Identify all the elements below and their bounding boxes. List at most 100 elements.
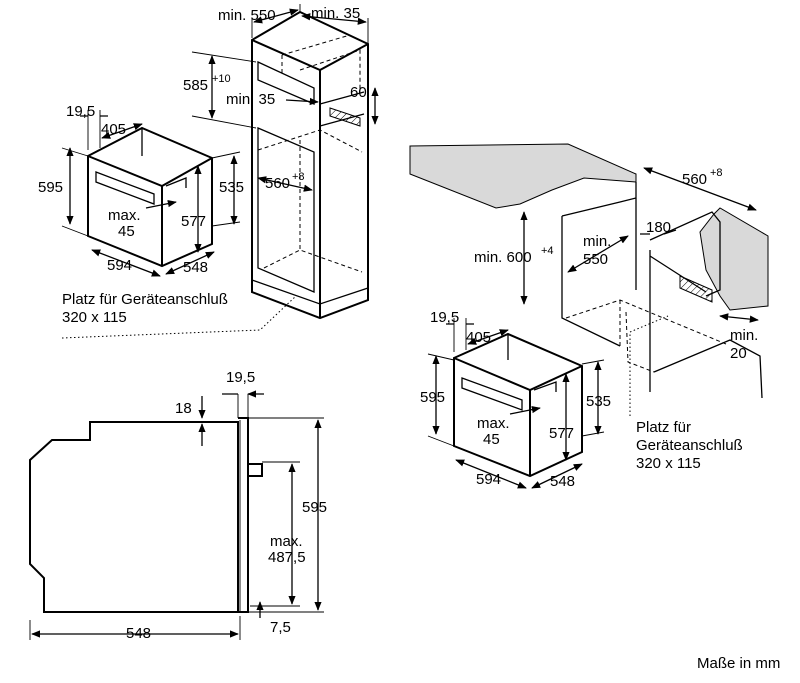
- side-view-front-panel: [238, 417, 249, 613]
- tall-cabinet-outline: [251, 10, 369, 320]
- tall-w560-label: 560: [265, 175, 290, 192]
- cnt-560-label: 560: [682, 171, 707, 188]
- counter-vent-slot: [679, 275, 713, 303]
- oven-niche: [257, 127, 315, 293]
- oven-left-edges: [87, 155, 213, 266]
- side-view-drawing: 19,5 18 595 max. 487,5 548 7,5: [29, 369, 327, 642]
- cnt-min600-sup: +4: [541, 245, 554, 257]
- cnt-connection-label-3: 320 x 115: [636, 455, 701, 472]
- countertop-right: [699, 207, 769, 311]
- tall-cabinet-top-edge: [251, 39, 369, 72]
- ovl-19-5-label: 19,5: [66, 103, 95, 120]
- tall-h585-label: 585: [183, 77, 208, 94]
- plinth-line: [251, 279, 369, 305]
- sv-7-5-label: 7,5: [270, 619, 291, 636]
- ovr-577-label: 577: [549, 425, 574, 442]
- shelf-lines: [319, 91, 365, 127]
- counter-install-drawing: min. 600 +4 min. 550 560 +8 180 min. 20 …: [409, 143, 769, 472]
- ovl-535-guides: [211, 151, 241, 227]
- countertop-left: [409, 143, 637, 209]
- tall-connection-label-1: Platz für Geräteanschluß: [62, 291, 228, 308]
- h585-guides: [191, 51, 257, 129]
- sv-max-label-1: max.: [270, 533, 303, 550]
- oven-left-drawing: 19,5 405 595 max. 45 577 535 594 548: [38, 103, 244, 277]
- ovl-577-label: 577: [181, 213, 206, 230]
- ovl-405-dimension: [101, 123, 143, 139]
- ovl-405-label: 405: [101, 121, 126, 138]
- w560-dimension: [257, 176, 313, 192]
- counter-hidden-edges: [565, 299, 727, 373]
- ovr-548-label: 548: [550, 473, 575, 490]
- ovr-594-label: 594: [476, 471, 501, 488]
- ovl-595-label: 595: [38, 179, 63, 196]
- cnt-min550-label-1: min.: [583, 233, 611, 250]
- tall-w560-sup: +8: [292, 171, 305, 183]
- ovl-max45-arrow: [145, 200, 177, 209]
- ventilation-slot: [329, 107, 361, 127]
- tall-v60-label: 60: [350, 84, 367, 101]
- ovr-405-dimension: [467, 329, 509, 345]
- cnt-connection-label-2: Geräteanschluß: [636, 437, 743, 454]
- cnt-connection-label-1: Platz für: [636, 419, 691, 436]
- cnt-min550-label-2: 550: [583, 251, 608, 268]
- side-view-body: [29, 421, 239, 613]
- side-view-handle: [248, 463, 263, 477]
- ovr-535-label: 535: [586, 393, 611, 410]
- counter-floor-edge: [653, 339, 763, 399]
- ovr-595-label: 595: [420, 389, 445, 406]
- cnt-min20-dimension: [719, 313, 759, 323]
- oven-right-drawing: 19,5 405 595 max. 45 577 535 594 548: [420, 309, 611, 490]
- cnt-min600-label: min. 600: [474, 249, 532, 266]
- ovl-max45-label-2: 45: [118, 223, 135, 240]
- counter-cabinet-edges: [561, 182, 637, 347]
- ovr-594-dimension: [455, 459, 527, 489]
- cnt-560-dimension: [643, 167, 757, 211]
- oven-left-handle: [95, 171, 155, 205]
- ovl-548-label: 548: [183, 259, 208, 276]
- counter-cabinet-top: [561, 197, 637, 217]
- min35-mid-arrow: [285, 97, 319, 106]
- sv-595-label: 595: [302, 499, 327, 516]
- sv-max-label-2: 487,5: [268, 549, 306, 566]
- ovr-595-guides: [427, 353, 455, 447]
- ovl-max45-label-1: max.: [108, 207, 141, 224]
- ovl-535-label: 535: [219, 179, 244, 196]
- cnt-180-label: 180: [646, 219, 671, 236]
- upper-hidden-edges: [281, 34, 361, 92]
- oven-left-side-tab: [165, 177, 187, 188]
- ovl-595-guides: [61, 147, 89, 237]
- sv-18-label: 18: [175, 400, 192, 417]
- tall-connection-label-2: 320 x 115: [62, 309, 127, 326]
- sv-595-guides: [248, 417, 324, 613]
- ovl-594-label: 594: [107, 257, 132, 274]
- oven-right-edges: [453, 357, 583, 476]
- tall-min35-top-label: min. 35: [311, 5, 360, 22]
- cnt-min20-label-1: min.: [730, 327, 758, 344]
- ovr-535-guides: [581, 359, 605, 437]
- cnt-180-ticks: [640, 229, 677, 235]
- oven-left-outline: [87, 126, 213, 268]
- ovr-548-dimension: [531, 463, 583, 489]
- ovr-max45-label-2: 45: [483, 431, 500, 448]
- sv-548-guides: [29, 616, 241, 640]
- cnt-min550-dimension: [567, 235, 629, 273]
- sv-19-5-label: 19,5: [226, 369, 255, 386]
- cnt-connection-leader: [629, 315, 669, 416]
- ovr-max45-label-1: max.: [477, 415, 510, 432]
- cnt-min20-label-2: 20: [730, 345, 747, 362]
- ovr-max45-arrow: [509, 406, 541, 415]
- oven-right-outline: [453, 332, 583, 478]
- ovr-19-5-label: 19,5: [430, 309, 459, 326]
- niche-hidden-edges: [257, 129, 363, 273]
- oven-right-side-tab: [533, 381, 557, 392]
- tall-min35-mid-label: min. 35: [226, 91, 275, 108]
- ovl-548-dimension: [165, 251, 215, 275]
- units-note: Maße in mm: [697, 655, 780, 672]
- ovr-405-label: 405: [466, 329, 491, 346]
- min35-top-dimension: [301, 13, 367, 25]
- tall-h585-sup: +10: [212, 73, 231, 85]
- tall-cabinet-drawing: min. 550 min. 35 585 +10 min. 35 60 560 …: [61, 4, 379, 339]
- tall-dim-guides: [251, 4, 369, 44]
- sv-19-5-guides: [237, 394, 249, 418]
- oven-right-handle: [461, 377, 523, 411]
